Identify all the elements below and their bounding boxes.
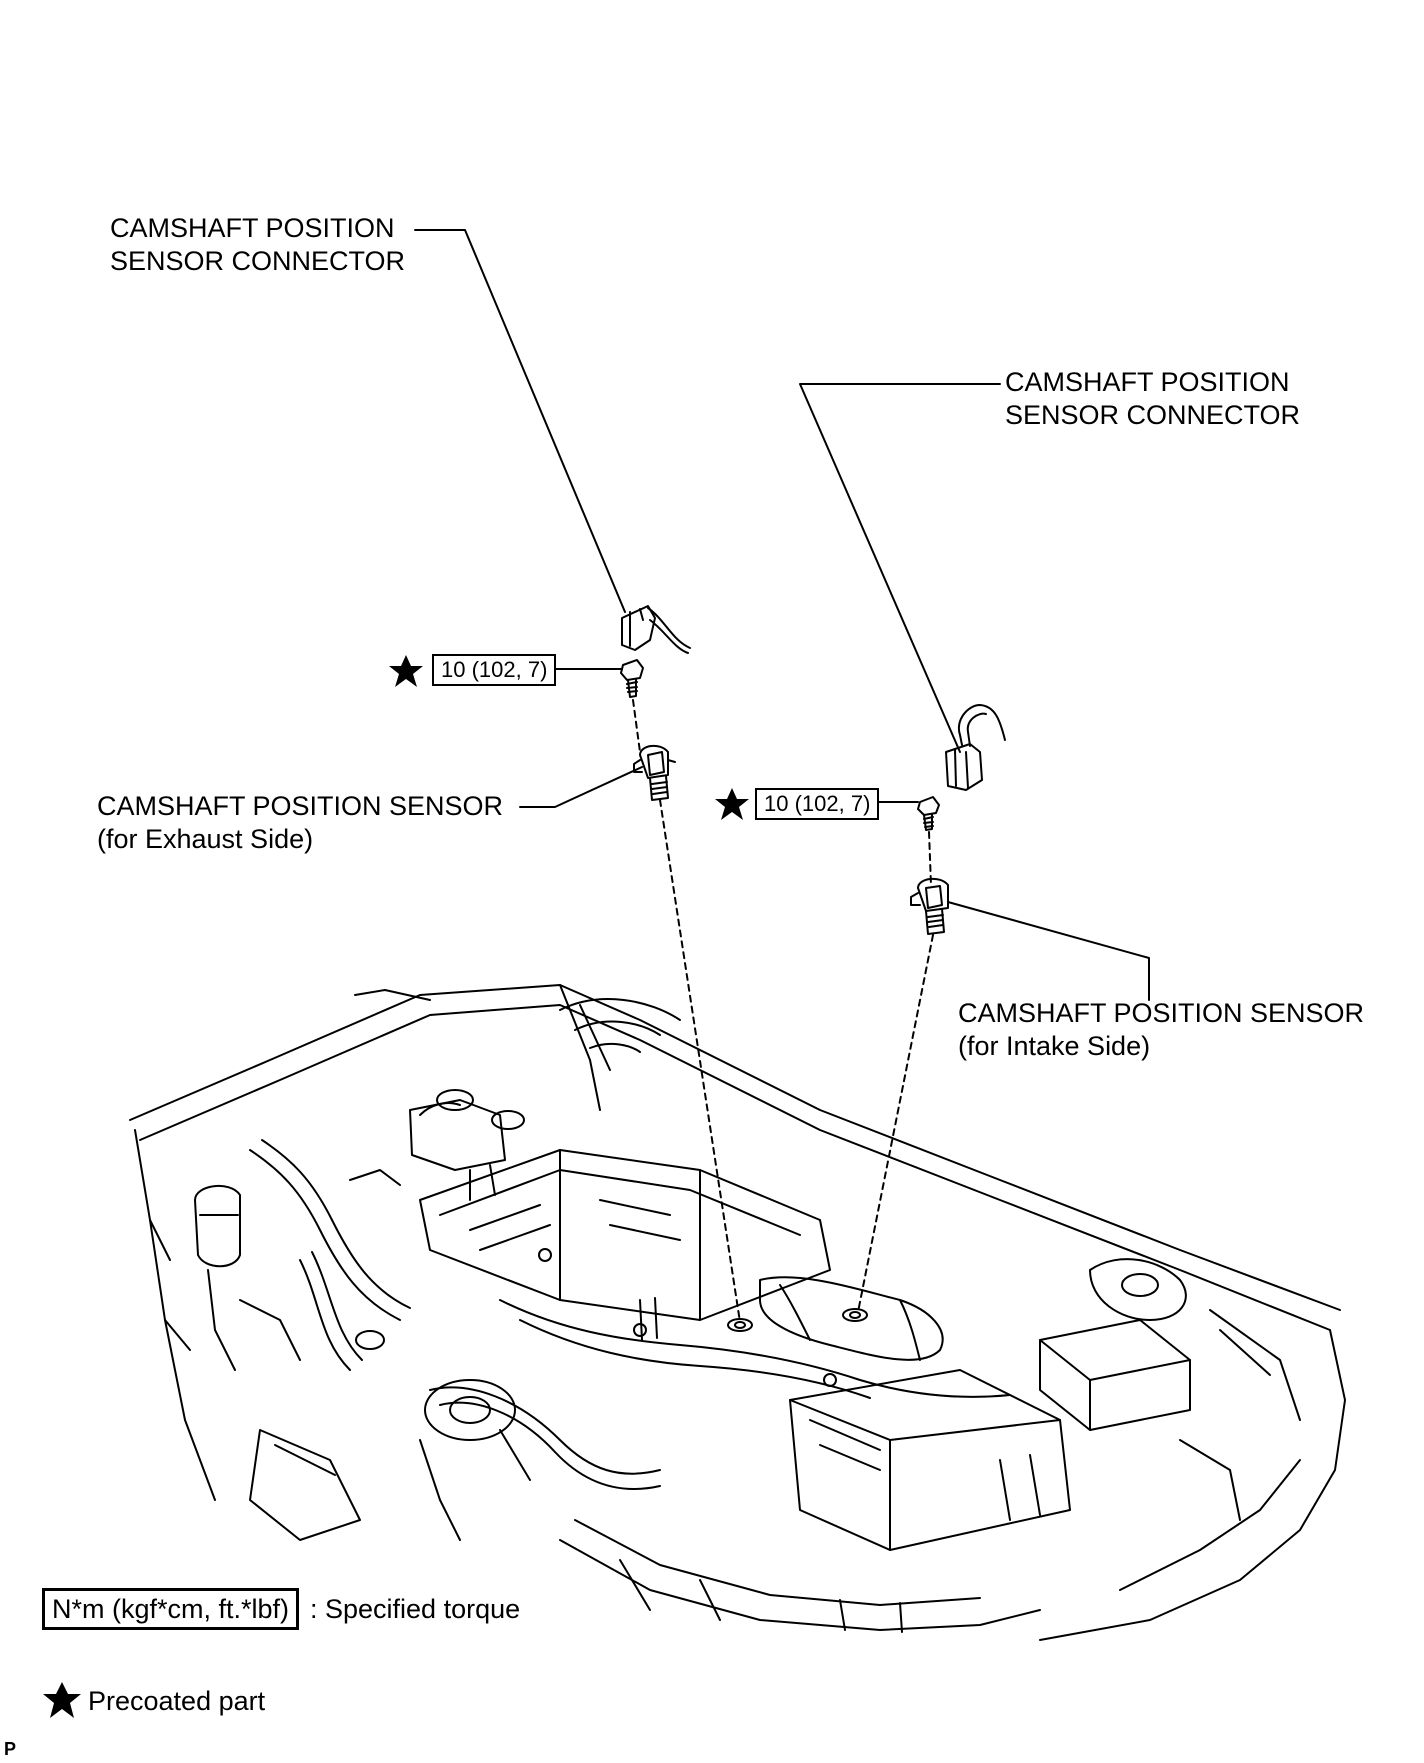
star-icon [715, 788, 749, 820]
camshaft-sensor-connector-intake [945, 704, 1006, 791]
leader-lines [414, 229, 1150, 1001]
camshaft-sensor-connector-exhaust [621, 605, 691, 654]
star-icon [43, 1682, 81, 1718]
label-line: SENSOR CONNECTOR [110, 246, 406, 276]
label-line: (for Exhaust Side) [97, 824, 314, 854]
label-line: CAMSHAFT POSITION [1005, 367, 1290, 397]
legend-precoated-desc: Precoated part [88, 1686, 266, 1716]
label-line: CAMSHAFT POSITION SENSOR [97, 791, 504, 821]
torque-spec-exhaust: 10 (102, 7) [432, 654, 557, 686]
label-sensor-intake: CAMSHAFT POSITION SENSOR (for Intake Sid… [958, 997, 1364, 1063]
label-sensor-exhaust: CAMSHAFT POSITION SENSOR (for Exhaust Si… [97, 790, 503, 856]
camshaft-position-sensor-intake [910, 877, 949, 935]
bolt-exhaust [620, 659, 644, 698]
star-icon [389, 655, 423, 687]
engine-bay-illustration [129, 984, 1346, 1641]
leader-sensor-intake [947, 901, 1150, 1001]
installation-paths [632, 699, 934, 1323]
label-line: CAMSHAFT POSITION [110, 213, 395, 243]
label-connector-exhaust: CAMSHAFT POSITION SENSOR CONNECTOR [110, 212, 405, 278]
leader-connector-intake [799, 383, 1001, 753]
label-line: (for Intake Side) [958, 1031, 1151, 1061]
label-line: CAMSHAFT POSITION SENSOR [958, 998, 1365, 1028]
leader-sensor-exhaust [519, 766, 643, 808]
camshaft-position-sensor-exhaust [633, 744, 676, 801]
torque-spec-intake: 10 (102, 7) [755, 788, 880, 820]
corner-mark: P [4, 1739, 17, 1759]
legend-torque-desc: : Specified torque [310, 1594, 521, 1624]
bolt-intake [917, 796, 940, 831]
legend-torque-box: N*m (kgf*cm, ft.*lbf) [42, 1588, 300, 1630]
label-connector-intake: CAMSHAFT POSITION SENSOR CONNECTOR [1005, 366, 1300, 432]
leader-connector-exhaust [414, 229, 626, 613]
label-line: SENSOR CONNECTOR [1005, 400, 1301, 430]
